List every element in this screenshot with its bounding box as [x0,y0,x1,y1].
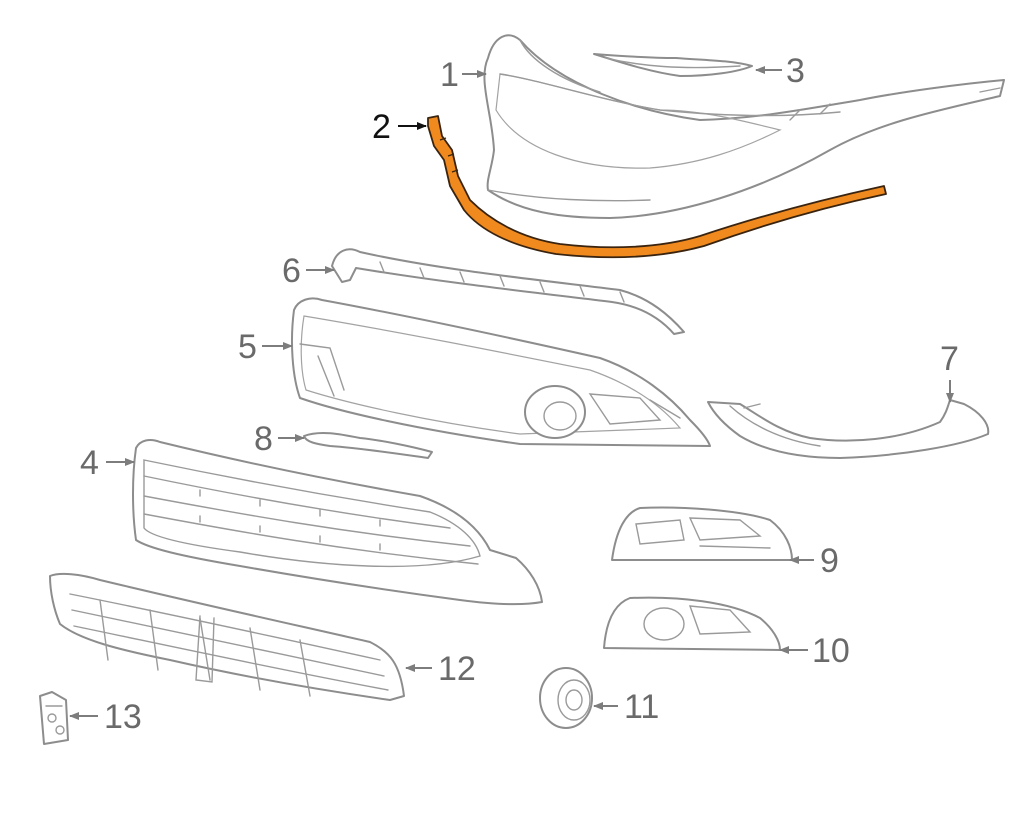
part-12-shutter-frame [49,572,405,701]
callout-10: 10 [812,632,850,670]
part-9-fog-bezel [611,506,793,561]
callout-11: 11 [624,688,659,726]
part-5-honeycomb-grille [291,297,711,447]
callout-5: 5 [238,328,257,366]
callout-9: 9 [820,542,839,580]
callout-4: 4 [80,444,99,482]
callout-13: 13 [104,698,142,736]
callout-8: 8 [254,420,273,458]
callout-12: 12 [438,650,476,688]
callout-7: 7 [940,340,959,378]
callout-2: 2 [372,108,391,146]
part-3-emblem [593,53,753,77]
part-6-molding [331,248,685,335]
part-8-small-molding [303,431,433,459]
callout-3: 3 [786,52,805,90]
leader-lines [69,66,954,720]
part-4-lower-grille [132,439,543,606]
callout-1: 1 [440,56,459,94]
part-11-plug [539,667,593,729]
part-10-fog-bezel [603,596,781,651]
callout-6: 6 [282,252,301,290]
part-1-fascia [483,34,1005,219]
callout-labels: 1 2 3 4 5 6 7 8 9 10 11 12 13 [80,52,959,736]
part-2-trim-strip [427,115,887,259]
part-13-clip [39,691,69,745]
part-7-side-trim [707,399,990,459]
